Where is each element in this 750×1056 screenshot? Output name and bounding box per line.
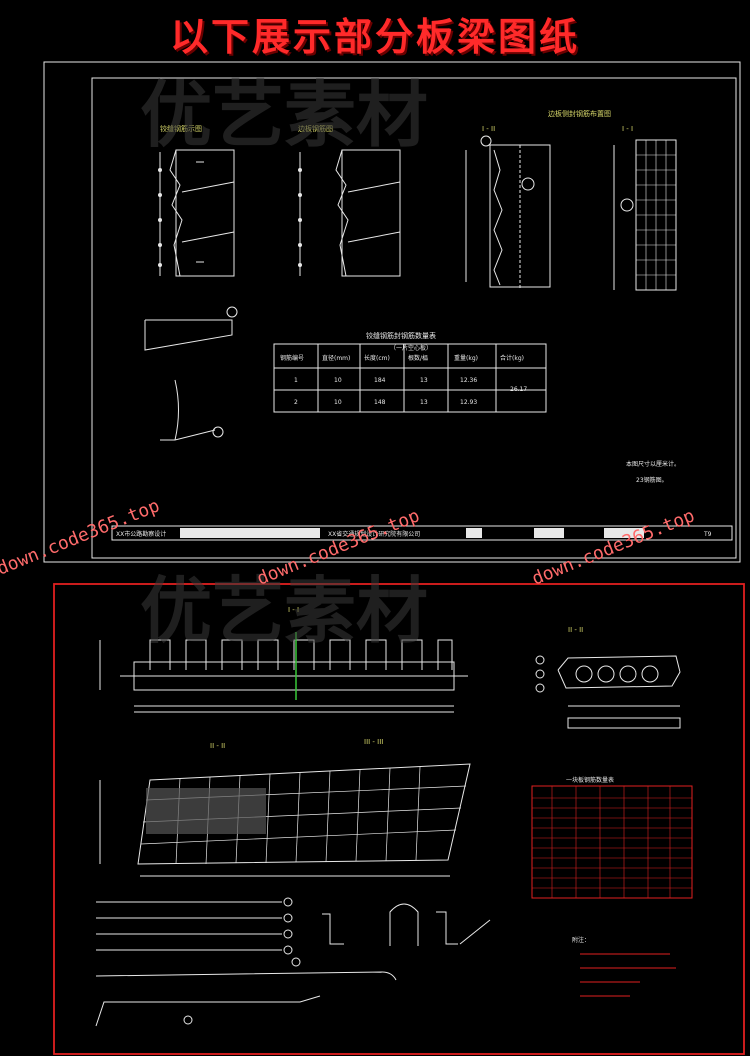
- bar-shapes: [95, 897, 491, 1027]
- watermark-brand: 优艺素材: [140, 569, 428, 653]
- table-header-5: 重量(kg): [454, 354, 478, 362]
- table-cell: 10: [334, 399, 342, 406]
- table-cell-total: 26.17: [510, 386, 527, 393]
- view-title-4: 边板侧封钢筋布置图: [548, 109, 611, 118]
- side-grid-view: [613, 139, 677, 291]
- cross-section-stirrups: [99, 632, 468, 713]
- view-title-1: 铰缝钢筋示图: [160, 124, 202, 133]
- table-header-1: 钢筋编号: [280, 354, 304, 362]
- table-cell: 13: [420, 399, 428, 406]
- section-label-4: III - III: [364, 738, 383, 746]
- table-cell: 148: [374, 399, 386, 406]
- banner: 以下展示部分板梁图纸: [0, 0, 750, 60]
- section-label-1: I - I: [288, 606, 299, 614]
- title-block-middle: XX省交通规划设计研究院有限公司: [328, 530, 420, 538]
- note-2: 23钢筋图。: [636, 476, 668, 484]
- section-1-2-view: [465, 135, 551, 290]
- table-cell: 1: [294, 377, 298, 384]
- table-header-4: 根数/榀: [408, 354, 428, 362]
- title-block-sheet: T9: [703, 531, 712, 538]
- table-header-6: 合计(kg): [500, 354, 524, 362]
- skew-plan-view: [99, 763, 471, 877]
- table-cell: 2: [294, 399, 298, 406]
- hollow-plate-section: [535, 655, 681, 729]
- bottom-drawing: I - I II - II II - II III - III: [53, 583, 745, 1055]
- view-title-2: 边板钢筋图: [298, 124, 333, 133]
- table-cell: 13: [420, 377, 428, 384]
- hinge-joint-view: [158, 149, 235, 277]
- quantity-table: [531, 785, 693, 899]
- view-title-5: I - I: [622, 125, 633, 133]
- section-label-2: II - II: [568, 626, 583, 634]
- table-cell: 10: [334, 377, 342, 384]
- title-block: XX市公路勘察设计 XX省交通规划设计研究院有限公司 T9: [111, 525, 733, 541]
- table-cell: 12.36: [460, 377, 477, 384]
- watermarks: 优艺素材 优艺素材 down.code365.top down.code365.…: [0, 73, 698, 653]
- top-drawing: 铰缝钢筋示图 边板钢筋图 I - II 边板侧封钢筋布置图 I - I: [43, 61, 741, 563]
- watermark-brand: 优艺素材: [140, 73, 428, 157]
- notes-lines: [580, 953, 676, 997]
- banner-title: 以下展示部分板梁图纸: [169, 15, 580, 59]
- rebar-table: 钢筋编号 直径(mm) 长度(cm) 根数/榀 重量(kg) 合计(kg) 1 …: [273, 343, 547, 413]
- table-header-3: 长度(cm): [364, 354, 390, 362]
- table-title: 铰缝钢筋封钢筋数量表: [366, 331, 436, 340]
- notes-title: 附注：: [572, 936, 590, 944]
- edge-plate-view: [298, 149, 401, 277]
- section-label-3: II - II: [210, 742, 225, 750]
- table-cell: 184: [374, 377, 386, 384]
- title-block-left: XX市公路勘察设计: [116, 530, 166, 538]
- watermark-url: down.code365.top: [529, 505, 698, 589]
- bar-detail: [144, 306, 238, 441]
- table-cell: 12.93: [460, 399, 477, 406]
- view-title-3: I - II: [482, 125, 495, 133]
- table-header-2: 直径(mm): [322, 354, 350, 362]
- note-1: 本图尺寸以厘米计。: [626, 460, 680, 468]
- quantity-table-title: 一块板钢筋数量表: [566, 776, 614, 784]
- table-subtitle: （一片空心板）: [390, 344, 432, 352]
